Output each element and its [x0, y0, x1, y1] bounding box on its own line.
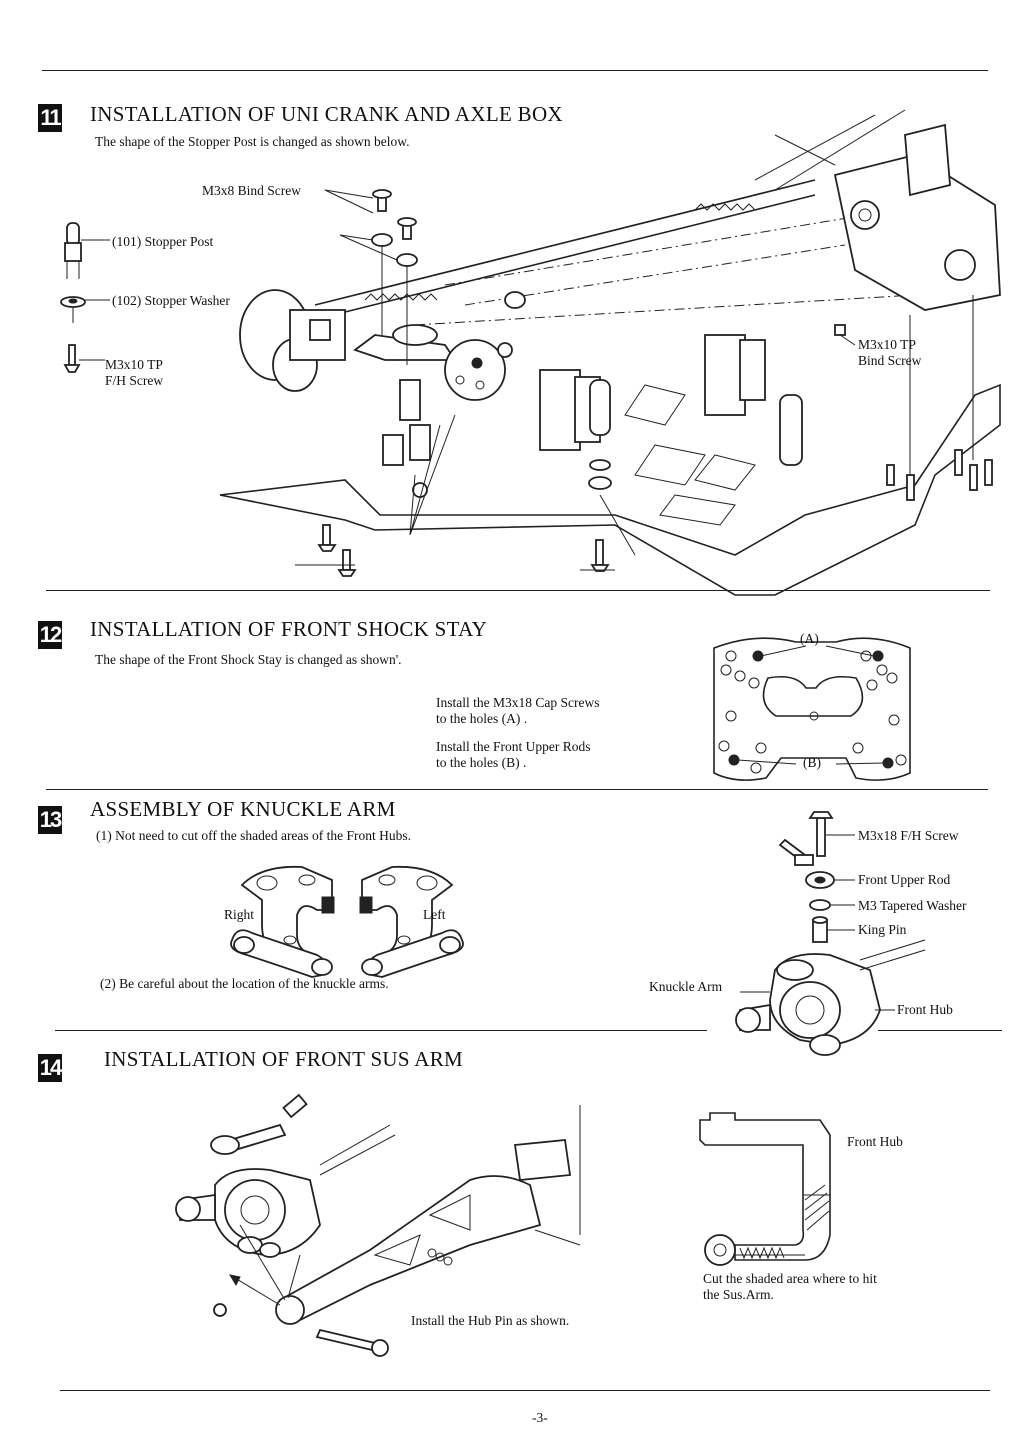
tp-bind-screw-label-line1: M3x10 TP [858, 337, 916, 352]
hole-b-label: (B) [803, 755, 821, 770]
section-12-subtitle: The shape of the Front Shock Stay is cha… [95, 652, 402, 667]
bottom-rule [60, 1390, 990, 1391]
section-13-badge: 13 [38, 806, 62, 834]
front-hub-cut-diagram [699, 1112, 831, 1266]
front-hub-label: Front Hub [897, 1002, 953, 1017]
section-11-badge: 11 [38, 104, 62, 132]
front-hub-cut-label: Front Hub [847, 1134, 903, 1149]
section-11-subtitle: The shape of the Stopper Post is changed… [95, 134, 410, 149]
section-divider-11-12 [46, 590, 990, 591]
tp-bind-screw-label-line2: Bind Screw [858, 353, 922, 368]
bind-screw-label: M3x8 Bind Screw [202, 183, 301, 198]
section-12-badge: 12 [38, 621, 62, 649]
note-cap-screws-line2: to the holes (A) . [436, 711, 528, 726]
note-upper-rods-line1: Install the Front Upper Rods [436, 739, 591, 754]
section-13-step1: (1) Not need to cut off the shaded areas… [96, 828, 412, 843]
stopper-washer-label: (102) Stopper Washer [112, 293, 230, 308]
hole-a-label: (A) [800, 631, 819, 646]
upper-rod-label: Front Upper Rod [858, 872, 951, 887]
knuckle-arm-right-left-illustration [230, 865, 464, 978]
fh-screw-label: M3x18 F/H Screw [858, 828, 959, 843]
stopper-parts-illustration [60, 222, 110, 373]
cut-note-line1: Cut the shaded area where to hit [703, 1271, 877, 1286]
section-13-title: ASSEMBLY OF KNUCKLE ARM [90, 797, 396, 821]
knuckle-arm-assembly-illustration [735, 811, 926, 1056]
page-number: -3- [532, 1410, 548, 1425]
left-label: Left [423, 907, 446, 922]
section-divider-13-14-right [878, 1030, 1002, 1031]
stopper-post-label: (101) Stopper Post [112, 234, 214, 249]
section-divider-12-13 [46, 789, 988, 790]
section-divider-13-14-left [55, 1030, 707, 1031]
section-14-badge: 14 [38, 1054, 62, 1082]
note-upper-rods-line2: to the holes (B) . [436, 755, 527, 770]
section-13-step2: (2) Be careful about the location of the… [100, 976, 389, 991]
front-sus-arm-illustration [175, 1093, 581, 1357]
tp-fh-screw-label-line2: F/H Screw [105, 373, 164, 388]
uni-crank-axle-box-illustration [219, 109, 1001, 596]
front-shock-stay-diagram [713, 637, 911, 781]
hub-pin-label: Install the Hub Pin as shown. [411, 1313, 570, 1328]
right-label: Right [224, 907, 255, 922]
top-rule [42, 70, 988, 71]
section-14-title: INSTALLATION OF FRONT SUS ARM [104, 1047, 464, 1071]
king-pin-label: King Pin [858, 922, 907, 937]
section-12-title: INSTALLATION OF FRONT SHOCK STAY [90, 617, 488, 641]
tp-fh-screw-label-line1: M3x10 TP [105, 357, 163, 372]
tapered-washer-label: M3 Tapered Washer [858, 898, 967, 913]
note-cap-screws-line1: Install the M3x18 Cap Screws [436, 695, 600, 710]
section-11-title: INSTALLATION OF UNI CRANK AND AXLE BOX [90, 102, 563, 126]
knuckle-arm-label: Knuckle Arm [649, 979, 723, 994]
cut-note-line2: the Sus.Arm. [703, 1287, 774, 1302]
